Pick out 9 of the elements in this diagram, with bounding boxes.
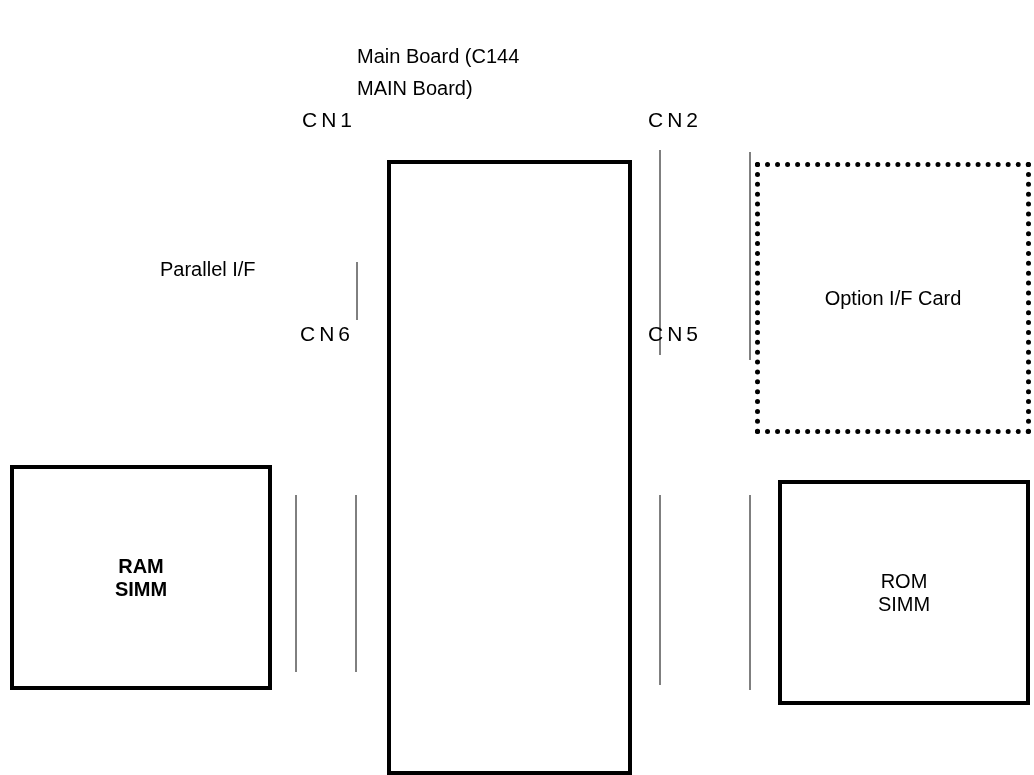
connector-label: CN2 [648,108,702,132]
connector-label: CN5 [648,322,702,346]
interface-label: Parallel I/F [160,258,256,281]
connector-label: CN1 [302,108,356,132]
module-box: RAM SIMM [10,465,272,690]
connector-label: CN6 [300,322,354,346]
module-box: ROM SIMM [778,480,1030,705]
board-title: Main Board (C144 MAIN Board) [357,44,521,101]
module-box: Option I/F Card [755,162,1031,434]
